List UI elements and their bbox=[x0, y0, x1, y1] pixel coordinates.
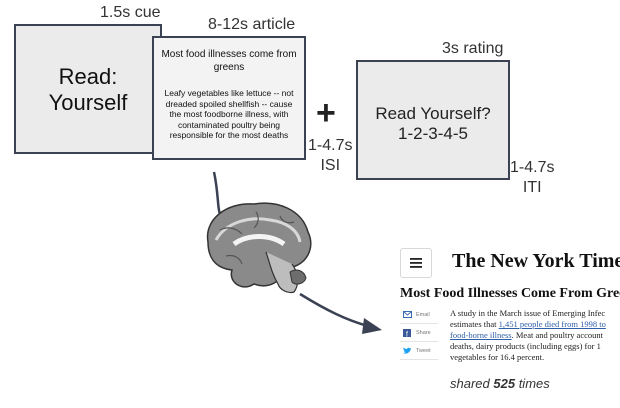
body-line-4: deaths, dairy products (including eggs) … bbox=[450, 341, 601, 351]
brain-icon bbox=[206, 202, 312, 294]
facebook-icon: f bbox=[403, 329, 411, 337]
foodborne-illness-link[interactable]: food-borne illness bbox=[450, 330, 512, 340]
cue-timing-label: 1.5s cue bbox=[100, 4, 161, 21]
brain-illustration bbox=[206, 171, 382, 334]
cue-text-line: Read:Yourself bbox=[48, 64, 128, 115]
body-line-5: vegetables for 16.4 percent. bbox=[450, 352, 545, 362]
twitter-share-label: Tweet bbox=[416, 348, 431, 354]
article-screen: Most food illnesses come from greens Lea… bbox=[152, 36, 306, 160]
article-body: Leafy vegetables like lettuce -- not dre… bbox=[164, 88, 294, 140]
facebook-share-label: Share bbox=[416, 330, 431, 336]
nyt-headline[interactable]: Most Food Illnesses Come From Greens bbox=[400, 286, 620, 301]
body-line-1: A study in the March issue of Emerging I… bbox=[450, 308, 606, 318]
death-stat-link[interactable]: 1,451 people died from 1998 to bbox=[498, 319, 606, 329]
body-line-3: food-borne illness. Meat and poultry acc… bbox=[450, 330, 603, 340]
email-share-button[interactable]: Email bbox=[400, 306, 438, 324]
svg-text:f: f bbox=[406, 332, 408, 338]
rating-timing-label: 3s rating bbox=[442, 40, 504, 57]
email-share-label: Email bbox=[416, 312, 430, 318]
cue-text: Read:Yourself bbox=[16, 64, 160, 116]
twitter-icon bbox=[403, 347, 411, 354]
arrow-curve bbox=[299, 292, 369, 328]
shared-count: 525 bbox=[493, 376, 516, 391]
nyt-article-body: A study in the March issue of Emerging I… bbox=[450, 308, 620, 363]
share-column: Email f Share Tweet bbox=[400, 306, 438, 360]
article-timing-label: 8-12s article bbox=[208, 16, 296, 33]
email-icon bbox=[403, 311, 412, 318]
hamburger-icon bbox=[410, 258, 422, 268]
rating-screen: Read Yourself?1-2-3-4-5 bbox=[356, 60, 510, 180]
nyt-logo: The New York Times bbox=[452, 250, 620, 272]
article-title: Most food illnesses come from greens bbox=[161, 49, 297, 73]
facebook-share-button[interactable]: f Share bbox=[400, 324, 438, 342]
body-line-2: estimates that 1,451 people died from 19… bbox=[450, 319, 606, 329]
menu-button[interactable] bbox=[400, 248, 432, 278]
twitter-share-button[interactable]: Tweet bbox=[400, 342, 438, 360]
rating-text: Read Yourself?1-2-3-4-5 bbox=[375, 104, 491, 143]
fixation-cross: + bbox=[316, 94, 336, 132]
shared-count-text: shared 525 times bbox=[450, 376, 550, 391]
cue-screen: Read:Yourself bbox=[14, 24, 162, 154]
arrow-head bbox=[362, 318, 382, 334]
